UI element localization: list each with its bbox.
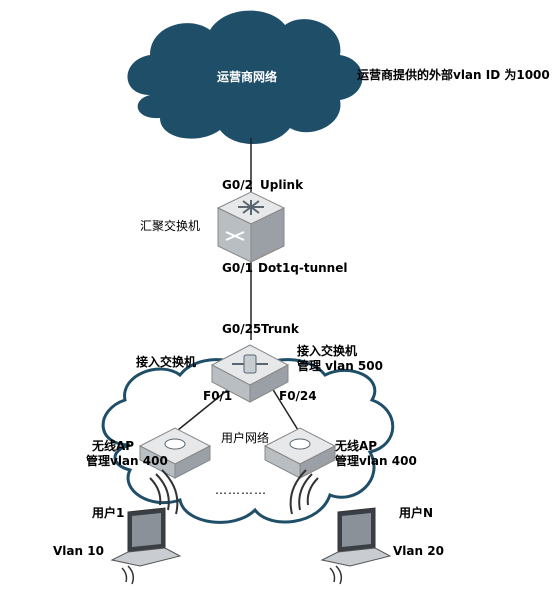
aggregation-downlink-label: Dot1q-tunnel <box>258 261 348 275</box>
ap-right-icon <box>263 427 337 479</box>
isp-cloud-label: 运营商网络 <box>217 70 278 84</box>
isp-note: 运营商提供的外部vlan ID 为1000 <box>357 68 550 82</box>
ap-right-name: 无线AP <box>335 439 378 453</box>
aggregation-uplink-label: Uplink <box>260 178 304 192</box>
user-network-label: 用户网络 <box>221 431 270 445</box>
ap-left-name: 无线AP <box>92 439 135 453</box>
ap-left-mgmt: 管理vlan 400 <box>86 454 168 468</box>
link-access-to-ap-left <box>177 387 231 431</box>
user-right-vlan: Vlan 20 <box>393 544 444 558</box>
ap-left-icon <box>138 427 212 479</box>
wireless-signal-left-icon <box>149 469 179 515</box>
access-uplink-port: G0/25 <box>222 322 262 336</box>
user-right-name: 用户N <box>399 506 434 520</box>
wireless-signal-right-icon <box>289 469 319 515</box>
access-port-right: F0/24 <box>279 389 317 403</box>
access-switch-mgmt: 管理 vlan 500 <box>297 359 383 373</box>
user-left-vlan: Vlan 10 <box>53 544 104 558</box>
aggregation-uplink-port: G0/2 <box>222 178 253 192</box>
user-left-name: 用户1 <box>92 506 125 520</box>
aggregation-switch-icon <box>216 191 286 263</box>
link-access-to-ap-right <box>271 387 299 431</box>
access-uplink-label: Trunk <box>261 322 299 336</box>
access-switch-icon <box>210 344 290 403</box>
user-network-cloud-icon <box>101 358 395 524</box>
isp-cloud-icon <box>127 10 363 145</box>
ellipsis: ………… <box>215 483 267 497</box>
aggregation-switch-name: 汇聚交换机 <box>140 219 201 233</box>
laptop-left-icon <box>110 507 182 585</box>
ap-right-mgmt: 管理vlan 400 <box>335 454 417 468</box>
access-switch-name-right: 接入交换机 <box>297 344 358 358</box>
laptop-right-icon <box>320 507 392 585</box>
access-port-left: F0/1 <box>203 389 233 403</box>
access-switch-name-left: 接入交换机 <box>136 355 197 369</box>
aggregation-downlink-port: G0/1 <box>222 261 253 275</box>
